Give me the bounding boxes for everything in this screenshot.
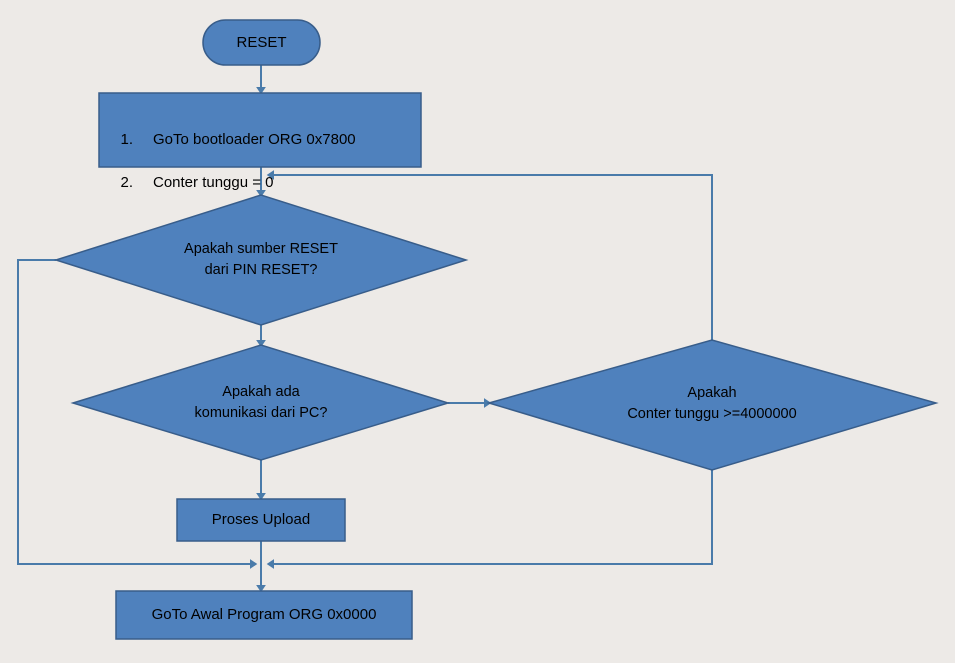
node-decision-counter[interactable] [486, 339, 939, 471]
node-reset[interactable] [202, 19, 321, 66]
node-goto-awal[interactable] [115, 590, 413, 640]
connector-decision-counter-bottom-to-bottom-bus [266, 470, 713, 569]
node-decision-reset-source[interactable] [53, 194, 469, 326]
node-decision-pc-comm[interactable] [70, 344, 451, 461]
node-proses-upload[interactable] [176, 498, 346, 542]
connector-decision-reset-source-left-to-bottom-bus [17, 259, 258, 569]
connector-decision-counter-feedback-to-init-output [266, 170, 713, 340]
node-init[interactable] [98, 92, 422, 168]
